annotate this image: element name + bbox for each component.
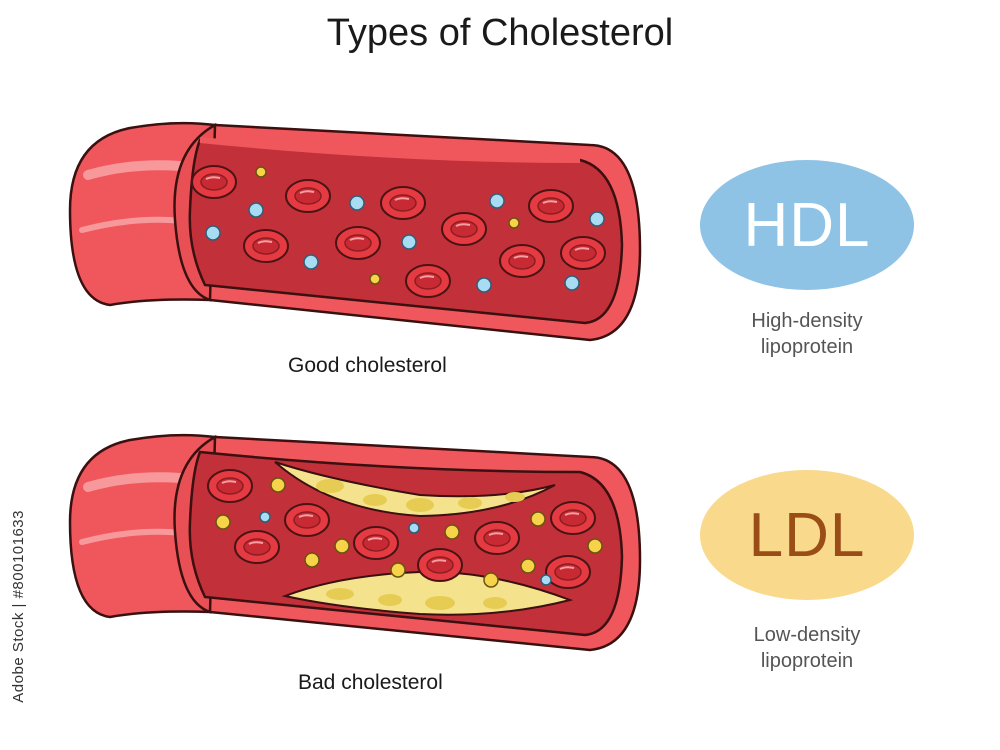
ldl-vessel bbox=[70, 435, 640, 650]
red-blood-cell bbox=[286, 180, 330, 212]
hdl-description-line2: lipoprotein bbox=[697, 334, 917, 360]
red-blood-cell bbox=[561, 237, 605, 269]
ldl-badge: LDL bbox=[700, 470, 914, 600]
red-blood-cell bbox=[285, 504, 329, 536]
red-blood-cell bbox=[546, 556, 590, 588]
ldl-description-line1: Low-density bbox=[697, 622, 917, 648]
hdl-vessel bbox=[70, 123, 640, 340]
hdl-badge: HDL bbox=[700, 160, 914, 290]
red-blood-cell bbox=[354, 527, 398, 559]
red-blood-cell bbox=[381, 187, 425, 219]
red-blood-cell bbox=[192, 166, 236, 198]
red-blood-cell bbox=[244, 230, 288, 262]
hdl-badge-label: HDL bbox=[743, 190, 870, 261]
hdl-caption: Good cholesterol bbox=[288, 354, 447, 378]
ldl-description-line2: lipoprotein bbox=[697, 648, 917, 674]
hdl-description: High-density lipoprotein bbox=[697, 308, 917, 360]
red-blood-cell bbox=[475, 522, 519, 554]
ldl-description: Low-density lipoprotein bbox=[697, 622, 917, 674]
ldl-caption: Bad cholesterol bbox=[298, 671, 443, 695]
red-blood-cell bbox=[235, 531, 279, 563]
hdl-description-line1: High-density bbox=[697, 308, 917, 334]
red-blood-cell bbox=[442, 213, 486, 245]
red-blood-cell bbox=[406, 265, 450, 297]
stock-watermark-id: Adobe Stock | #800101633 bbox=[10, 510, 27, 703]
red-blood-cell bbox=[208, 470, 252, 502]
red-blood-cell bbox=[500, 245, 544, 277]
red-blood-cell bbox=[336, 227, 380, 259]
red-blood-cell bbox=[418, 549, 462, 581]
red-blood-cell bbox=[551, 502, 595, 534]
red-blood-cell bbox=[529, 190, 573, 222]
ldl-badge-label: LDL bbox=[749, 500, 866, 571]
